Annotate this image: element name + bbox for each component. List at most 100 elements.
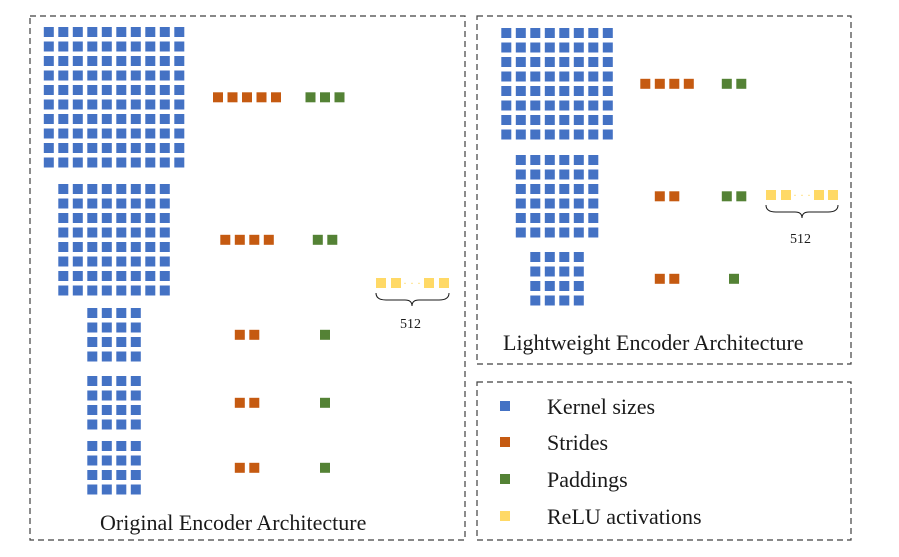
kernel-square	[87, 405, 98, 415]
kernel-square	[116, 376, 127, 386]
kernel-square	[101, 271, 112, 281]
kernel-square	[58, 285, 69, 296]
relu-brace	[375, 292, 450, 307]
kernel-square	[530, 184, 541, 194]
kernel-square	[145, 70, 156, 81]
kernel-square	[559, 42, 570, 53]
kernel-square	[58, 198, 69, 209]
kernel-square	[43, 143, 54, 153]
kernel-square	[43, 114, 54, 124]
kernel-square	[101, 484, 112, 495]
relu-square	[814, 190, 824, 200]
kernel-square	[530, 71, 541, 82]
lightweight-encoder-squares	[501, 28, 747, 306]
kernel-square	[72, 184, 83, 194]
relu-count-label: 512	[790, 232, 811, 247]
stride-square	[669, 191, 680, 202]
kernel-square	[544, 295, 555, 306]
kernel-square	[116, 351, 127, 362]
kernel-square	[530, 57, 541, 67]
kernel-square	[159, 114, 170, 124]
kernel-square	[530, 129, 541, 140]
kernel-square	[130, 351, 141, 362]
kernel-square	[515, 213, 526, 223]
kernel-square	[116, 455, 127, 466]
kernel-square	[116, 271, 127, 281]
kernel-square	[159, 184, 170, 194]
kernel-square	[43, 85, 54, 95]
kernel-square	[544, 155, 555, 165]
kernel-square	[559, 115, 570, 125]
relu-square	[781, 190, 791, 200]
kernel-square	[116, 85, 127, 95]
kernel-square	[116, 419, 127, 430]
kernel-square	[515, 100, 526, 111]
relu-square	[439, 278, 449, 288]
kernel-square	[87, 27, 98, 37]
padding-square	[729, 273, 739, 284]
kernel-square	[515, 129, 526, 140]
kernel-square	[174, 128, 185, 139]
kernel-square	[130, 484, 141, 495]
kernel-square	[72, 85, 83, 95]
kernel-square	[130, 213, 141, 223]
kernel-square	[159, 227, 170, 238]
relu-square	[424, 278, 434, 288]
kernel-square	[145, 128, 156, 139]
kernel-square	[87, 484, 98, 495]
kernel-square	[159, 256, 170, 267]
kernel-square	[159, 85, 170, 95]
original-encoder-squares	[43, 27, 345, 495]
relu-count-label: 512	[400, 317, 421, 332]
kernel-square	[544, 86, 555, 96]
kernel-square	[58, 27, 69, 37]
stride-square	[249, 462, 260, 473]
kernel-square	[130, 27, 141, 37]
relu-square	[828, 190, 838, 200]
kernel-square	[130, 56, 141, 66]
kernel-square	[87, 351, 98, 362]
kernel-square	[87, 271, 98, 281]
kernel-square	[116, 405, 127, 415]
kernel-square	[101, 114, 112, 124]
kernel-square	[559, 227, 570, 238]
padding-square	[320, 329, 330, 340]
relu-legend-swatch	[500, 511, 510, 521]
kernel-square	[145, 27, 156, 37]
relu-ellipsis: · · ·	[793, 188, 811, 202]
kernel-square	[544, 42, 555, 53]
padding-square	[312, 234, 323, 245]
padding-square	[320, 397, 330, 408]
kernel-square	[116, 56, 127, 66]
kernel-square	[87, 128, 98, 139]
padding-square	[721, 191, 732, 202]
kernel-square	[101, 455, 112, 466]
kernel-square	[501, 86, 512, 96]
kernel-square	[87, 285, 98, 296]
kernel-square	[602, 42, 613, 53]
kernel-square	[530, 169, 541, 180]
kernel-square	[58, 184, 69, 194]
original-relu-activations: · · · 512	[375, 276, 450, 332]
kernel-square	[116, 470, 127, 480]
kernel-square	[588, 169, 599, 180]
kernel-square	[43, 70, 54, 81]
kernel-square	[559, 213, 570, 223]
kernel-square	[515, 57, 526, 67]
legend: Kernel sizes Strides Paddings ReLU activ…	[500, 394, 702, 529]
kernel-square	[573, 184, 584, 194]
kernel-square	[573, 252, 584, 262]
kernel-square	[573, 198, 584, 209]
kernel-square	[58, 114, 69, 124]
padding-square	[721, 78, 732, 89]
kernel-square	[602, 129, 613, 140]
kernel-square	[501, 100, 512, 111]
padding-square	[305, 92, 316, 103]
kernel-square	[116, 198, 127, 209]
stride-legend-swatch	[500, 437, 510, 447]
lightweight-relu-activations: · · · 512	[765, 188, 839, 247]
kernel-square	[130, 85, 141, 95]
kernel-square	[130, 99, 141, 110]
kernel-square	[130, 128, 141, 139]
kernel-square	[530, 86, 541, 96]
